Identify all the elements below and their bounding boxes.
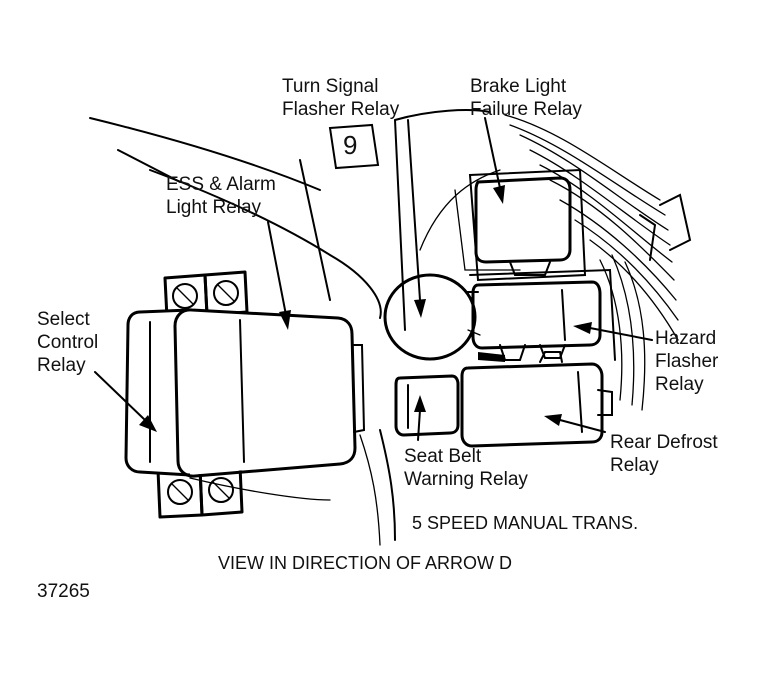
left-relay-block [124,270,366,519]
wire-harness [504,114,692,411]
rear-defrost-relay-label: Rear Defrost Relay [610,432,718,476]
ess-alarm-light-relay-label: ESS & Alarm Light Relay [166,174,276,218]
hazard-flasher-relay-label: Hazard Flasher Relay [655,328,719,395]
rear-defrost-relay [460,351,613,448]
hazard-flasher-relay [469,268,616,361]
seat-belt-warning-relay-label: Seat Belt Warning Relay [404,446,528,490]
brake-light-failure-relay-label: Brake Light Failure Relay [470,76,582,120]
brake-light-failure-relay [454,168,587,282]
seat-belt-warning-relay [394,374,460,437]
panel-tab [328,123,380,170]
turn-signal-flasher-relay [383,273,481,361]
select-control-relay-label: Select Control Relay [37,309,99,376]
figure-number: 37265 [37,581,90,602]
view-caption: VIEW IN DIRECTION OF ARROW D [218,553,513,573]
turn-signal-flasher-relay-label: Turn Signal Flasher Relay [282,76,400,120]
leader-arrows [94,117,653,441]
dash-contour [89,109,501,546]
transmission-note: 5 SPEED MANUAL TRANS. [412,513,639,533]
panel-number: 9 [343,130,358,160]
